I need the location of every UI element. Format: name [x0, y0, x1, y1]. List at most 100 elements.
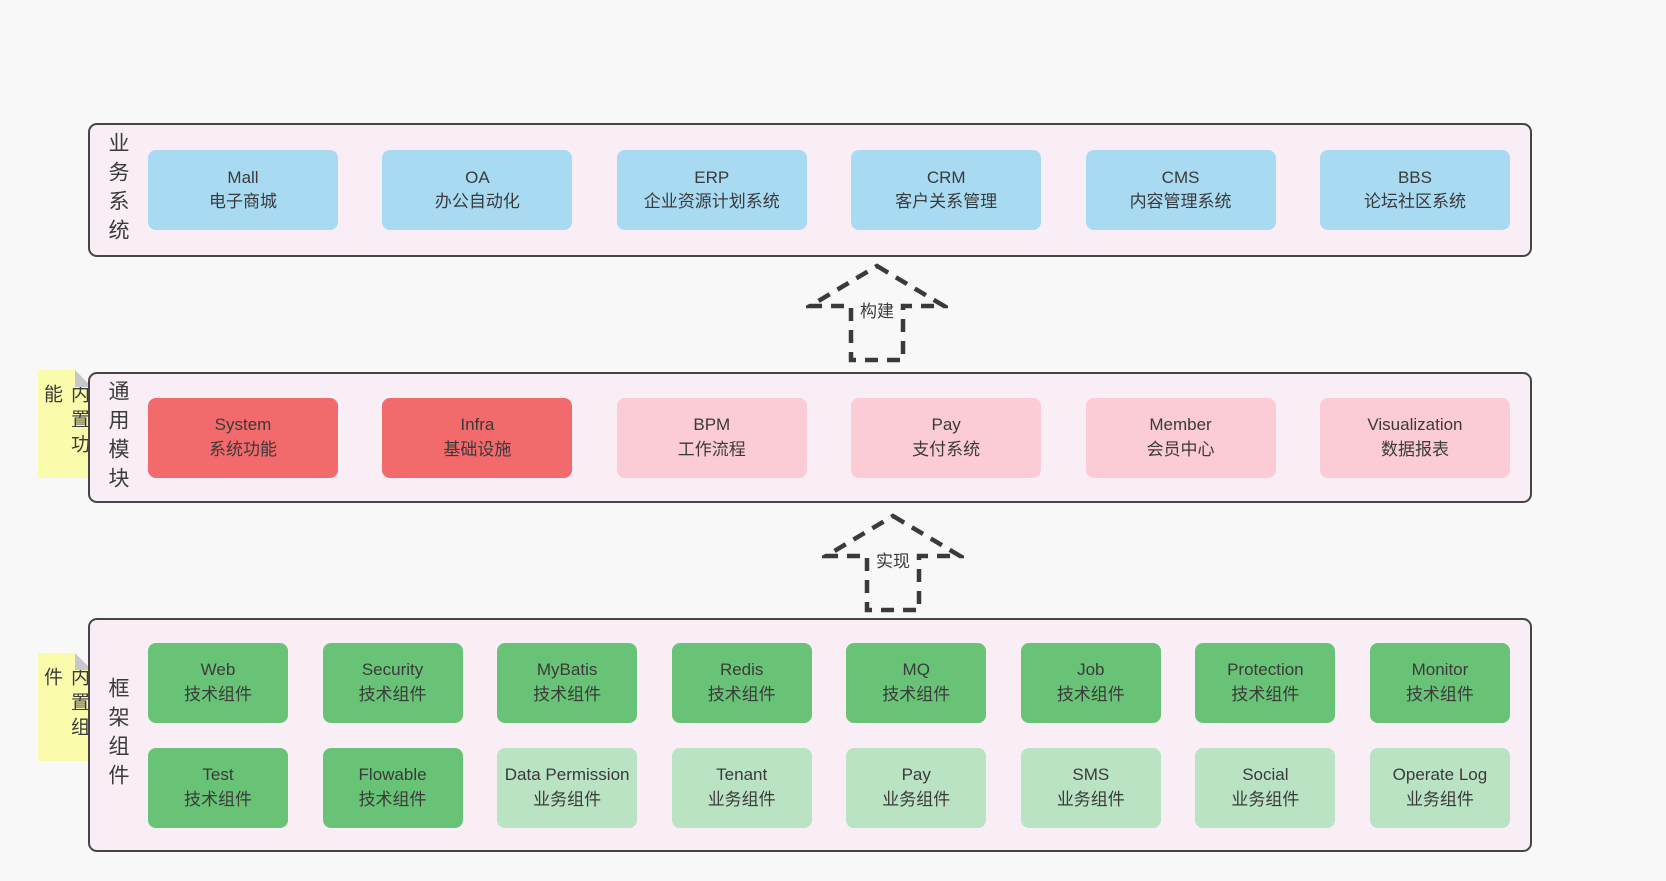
module-box-cms: CMS 内容管理系统 [1085, 150, 1276, 230]
sticky-tag-label: 内置功能 [41, 384, 89, 459]
module-box-erp: ERP 企业资源计划系统 [616, 150, 807, 230]
module-box-mall: Mall 电子商城 [148, 150, 338, 230]
arrow-build: 构建 [806, 262, 948, 364]
module-name: System [214, 415, 272, 435]
module-name: Web [200, 660, 236, 680]
module-desc: 论坛社区系统 [1363, 192, 1466, 211]
module-desc: 技术组件 [1231, 684, 1300, 704]
module-desc: 业务组件 [1056, 789, 1125, 809]
module-box-oa: OA 办公自动化 [382, 150, 573, 230]
module-box-protection: Protection 技术组件 [1195, 642, 1336, 723]
module-name: Infra [460, 415, 495, 435]
module-name: OA [465, 167, 490, 187]
module-desc: 技术组件 [358, 789, 427, 809]
module-name: Flowable [358, 765, 427, 785]
module-name: Test [202, 765, 234, 785]
module-box-tenant: Tenant 业务组件 [671, 747, 812, 828]
module-name: MQ [902, 660, 930, 680]
module-box-web: Web 技术组件 [148, 642, 288, 723]
module-desc: 业务组件 [882, 789, 951, 809]
layer-business-systems: 业务系统 Mall 电子商城 OA 办公自动化 ERP 企业资源计划系统 CRM 客户关系管理… [88, 123, 1532, 257]
module-box-test: Test 技术组件 [148, 747, 288, 828]
module-desc: 支付系统 [912, 439, 981, 459]
module-name: Job [1077, 660, 1105, 680]
module-desc: 内容管理系统 [1129, 192, 1232, 211]
module-name: Mall [227, 167, 259, 187]
module-name: Operate Log [1392, 765, 1488, 785]
module-box-visualization: Visualization 数据报表 [1319, 397, 1510, 478]
module-desc: 会员中心 [1146, 439, 1215, 459]
module-desc: 基础设施 [443, 439, 512, 459]
module-name: Redis [719, 660, 764, 680]
module-box-job: Job 技术组件 [1020, 642, 1161, 723]
layer-label: 通用模块 [106, 379, 129, 496]
module-name: Pay [931, 415, 961, 435]
box-row: Mall 电子商城 OA 办公自动化 ERP 企业资源计划系统 CRM 客户关系管理 CMS 内容… [148, 150, 1510, 230]
module-name: MyBatis [536, 660, 598, 680]
module-name: Protection [1227, 660, 1304, 680]
layer-label: 框架组件 [106, 677, 129, 793]
module-name: SMS [1072, 765, 1110, 785]
sticky-tag-builtin-features: 内置功能 [38, 370, 92, 478]
module-name: Social [1242, 765, 1289, 785]
module-box-system: System 系统功能 [148, 397, 338, 478]
module-box-infra: Infra 基础设施 [382, 397, 573, 478]
module-box-data-permission: Data Permission 业务组件 [497, 747, 638, 828]
module-desc: 数据报表 [1380, 439, 1449, 459]
module-desc: 技术组件 [533, 684, 602, 704]
module-desc: 技术组件 [707, 684, 776, 704]
arrow-implement: 实现 [822, 512, 964, 614]
module-desc: 技术组件 [1405, 684, 1474, 704]
module-desc: 技术组件 [184, 684, 252, 704]
module-desc: 技术组件 [1056, 684, 1125, 704]
module-desc: 技术组件 [184, 789, 252, 809]
module-desc: 业务组件 [707, 789, 776, 809]
module-desc: 办公自动化 [434, 192, 520, 211]
module-name: CMS [1161, 167, 1200, 187]
module-name: Member [1149, 415, 1212, 435]
module-box-monitor: Monitor 技术组件 [1369, 642, 1510, 723]
module-desc: 客户关系管理 [895, 192, 998, 211]
arrow-label: 实现 [873, 546, 913, 573]
module-box-pay: Pay 支付系统 [851, 397, 1042, 478]
module-name: Monitor [1411, 660, 1469, 680]
module-box-security: Security 技术组件 [322, 642, 463, 723]
module-box-redis: Redis 技术组件 [671, 642, 812, 723]
module-name: Visualization [1367, 415, 1463, 435]
module-box-crm: CRM 客户关系管理 [851, 150, 1042, 230]
module-box-flowable: Flowable 技术组件 [322, 747, 463, 828]
module-name: Data Permission [504, 765, 630, 785]
module-desc: 企业资源计划系统 [643, 192, 780, 211]
module-name: Pay [901, 765, 931, 785]
module-desc: 业务组件 [1405, 789, 1474, 809]
module-desc: 电子商城 [209, 192, 277, 211]
sticky-tag-builtin-components: 内置组件 [38, 653, 92, 761]
module-box-member: Member 会员中心 [1085, 397, 1276, 478]
module-box-operate-log: Operate Log 业务组件 [1369, 747, 1510, 828]
arrow-label: 构建 [857, 296, 897, 323]
module-box-sms: SMS 业务组件 [1020, 747, 1161, 828]
module-name: Tenant [716, 765, 768, 785]
module-name: ERP [694, 167, 730, 187]
module-desc: 业务组件 [1231, 789, 1300, 809]
module-desc: 工作流程 [677, 439, 746, 459]
layer-label: 业务系统 [106, 132, 129, 248]
module-desc: 技术组件 [882, 684, 951, 704]
layer-box-rows: Mall 电子商城 OA 办公自动化 ERP 企业资源计划系统 CRM 客户关系管理 CMS 内容… [148, 125, 1510, 255]
module-desc: 系统功能 [209, 439, 277, 459]
module-name: Security [361, 660, 424, 680]
module-name: BBS [1397, 167, 1432, 187]
module-box-bbs: BBS 论坛社区系统 [1319, 150, 1510, 230]
sticky-tag-label: 内置组件 [41, 667, 89, 742]
module-name: CRM [926, 167, 966, 187]
module-desc: 技术组件 [358, 684, 427, 704]
module-desc: 业务组件 [533, 789, 602, 809]
